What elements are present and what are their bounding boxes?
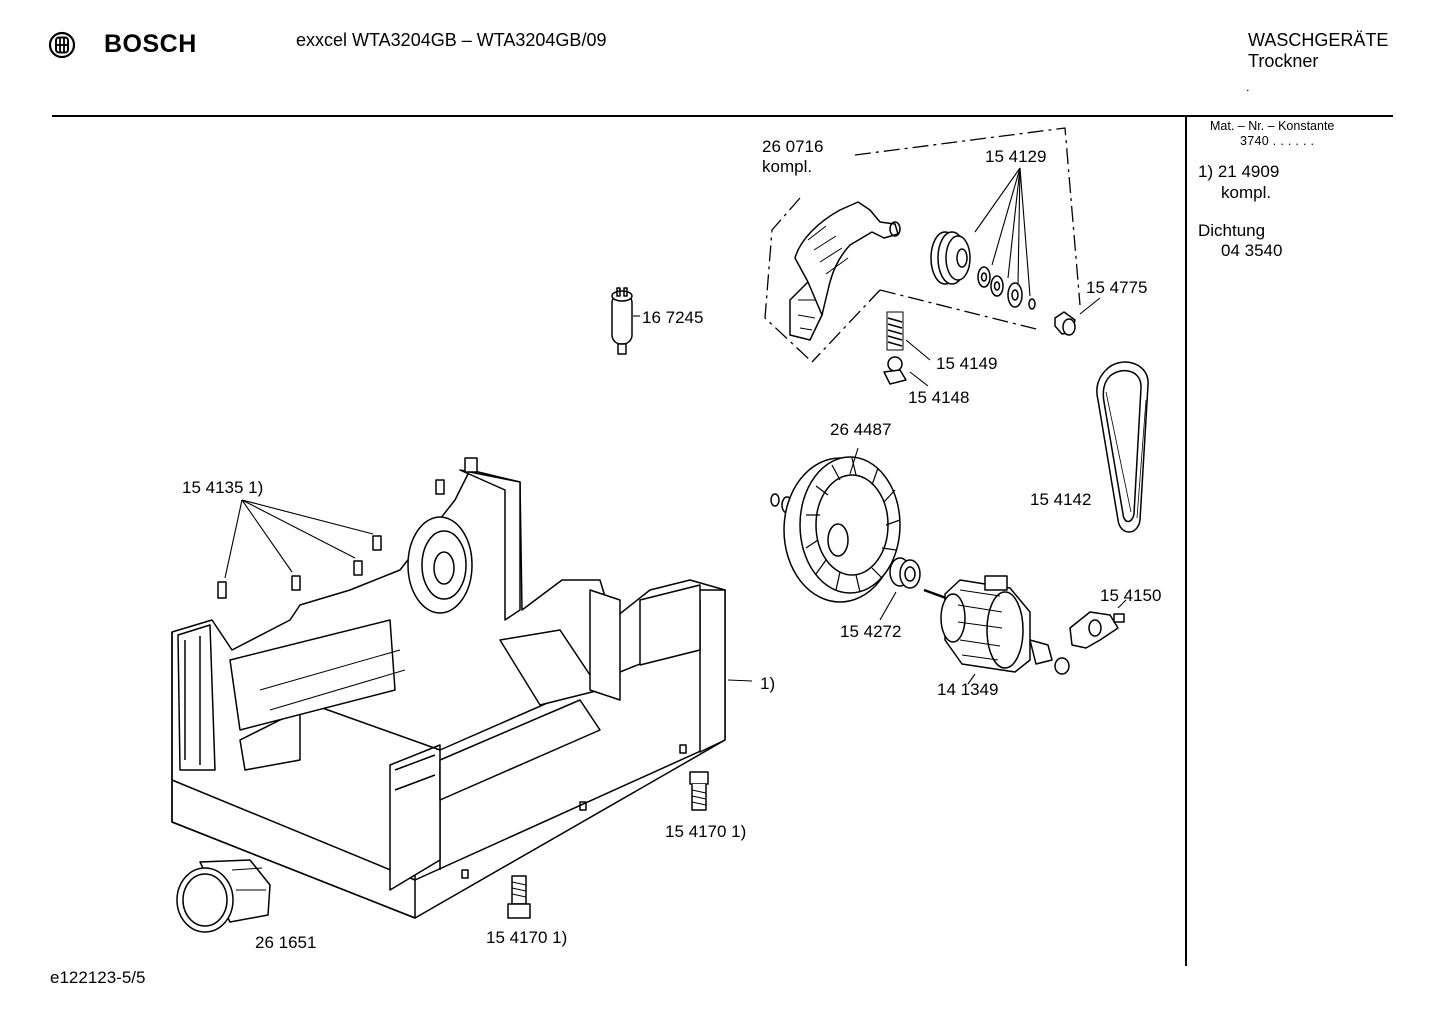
drive-belt-part [1096,361,1149,533]
part-label-141349: 14 1349 [937,680,999,699]
part-label-260716: 26 0716 [762,137,824,156]
part-label-154150: 15 4150 [1100,586,1162,605]
part-label-154149: 15 4149 [936,354,998,373]
note-ref: 1) 21 4909 [1198,162,1280,181]
motor-bracket-part [1069,599,1127,649]
part-label-154272: 15 4272 [840,622,902,641]
part-label-261651: 26 1651 [255,933,317,952]
capacitor-part [611,287,640,355]
bosch-logo-icon [48,31,76,59]
tension-bolt-part [1054,297,1101,336]
document-id: e122123-5/5 [50,968,146,987]
fan-wheel-part [770,447,901,603]
note-kompl: kompl. [1221,183,1272,202]
brand-name: BOSCH [104,30,197,58]
seal-label: Dichtung [1198,221,1266,240]
spring-clip-part [883,356,929,387]
part-label-154135: 15 4135 1) [182,478,264,497]
header-dot: . [1246,80,1250,94]
foot-screw-part-1 [689,771,709,811]
category-label: WASCHGERÄTE [1248,30,1389,50]
part-label-154170-a: 15 4170 1) [665,822,747,841]
tension-spring-part [886,311,931,361]
part-label-154148: 15 4148 [908,388,970,407]
kompl-assembly-boundary [764,127,1081,363]
part-label-167245: 16 7245 [642,308,704,327]
side-panel-divider [1185,116,1187,966]
part-label-154170-b: 15 4170 1) [486,928,568,947]
bearing-sleeve-part [879,557,921,621]
pulley-leader-lines [974,167,1031,297]
part-label-154129: 15 4129 [985,147,1047,166]
header-divider [52,115,1393,117]
foot-screw-part-2 [507,875,531,919]
clip-leader-lines [224,499,753,682]
air-duct-part [176,859,271,933]
pulley-bracket-part [789,201,901,341]
subcategory-label: Trockner [1248,51,1319,71]
base-frame-part [171,457,726,919]
mat-nr-label: Mat. – Nr. – Konstante [1210,119,1335,133]
part-label-154142: 15 4142 [1030,490,1092,509]
mat-nr-value: 3740 . . . . . . [1240,134,1315,148]
part-label-154775: 15 4775 [1086,278,1148,297]
seal-value: 04 3540 [1221,241,1283,260]
part-label-264487: 26 4487 [830,420,892,439]
motor-part [923,575,1070,685]
part-label-ref1: 1) [760,674,776,693]
part-label-260716-kompl: kompl. [762,157,813,176]
model-title: exxcel WTA3204GB – WTA3204GB/09 [296,30,607,50]
pulley-part [930,231,1036,310]
